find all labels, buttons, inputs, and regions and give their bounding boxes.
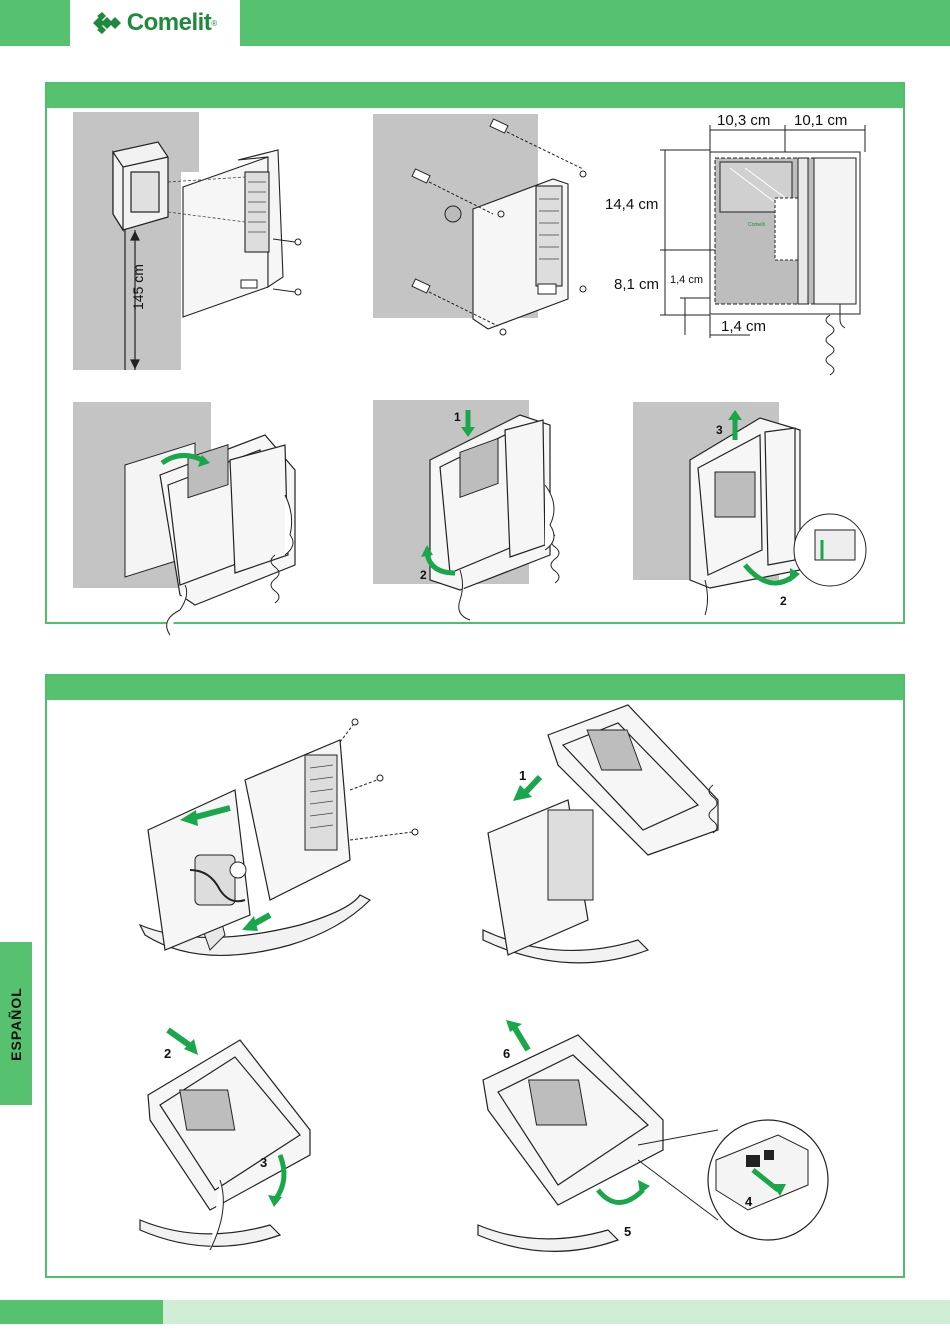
desk-stand-monitor-insert-illustration [478,705,778,985]
brand-logo: Comelit® [70,0,240,46]
comelit-logo-icon [93,12,123,34]
dim-offset-small: 1,4 cm [670,274,703,286]
dim-height-bottom: 8,1 cm [614,276,659,293]
step-label-j-5: 5 [624,1224,631,1239]
language-tab-label: ESPAÑOL [8,987,24,1061]
dim-offset-bottom: 1,4 cm [721,318,766,335]
desk-stand-plate-illustration [140,720,430,990]
dim-width-right: 10,1 cm [794,112,847,129]
step-label-j-4: 4 [745,1194,752,1209]
step-label-h-1: 1 [519,768,526,783]
panel-desk-mounting-header [47,676,903,700]
mounting-height-label: 145 cm [130,264,146,310]
panel-wall-mounting-header [47,84,903,108]
desk-monitor-remove-illustration [478,1020,878,1280]
monitor-release-illustration [690,410,880,625]
footer-bar-dark [0,1300,163,1324]
registered-mark: ® [211,19,217,28]
dim-width-left: 10,3 cm [717,112,770,129]
step-label-f-2: 2 [780,594,787,608]
brand-name: Comelit [127,9,212,37]
step-label-e-1: 1 [454,410,461,424]
step-label-i-3: 3 [260,1155,267,1170]
wall-box-illustration [73,112,313,382]
desk-monitor-press-illustration [140,1035,400,1275]
step-label-j-6: 6 [503,1046,510,1061]
monitor-push-illustration [425,405,615,615]
footer-bar-light [163,1300,950,1324]
monitor-hook-illustration [110,425,320,625]
step-label-e-2: 2 [420,568,427,582]
language-tab: ESPAÑOL [0,942,32,1105]
step-label-i-2: 2 [164,1046,171,1061]
step-label-f-3: 3 [716,423,723,437]
svg-text:Comelit: Comelit [748,222,766,228]
dim-height-top: 14,4 cm [605,196,658,213]
back-plate-screws-illustration [373,114,613,354]
